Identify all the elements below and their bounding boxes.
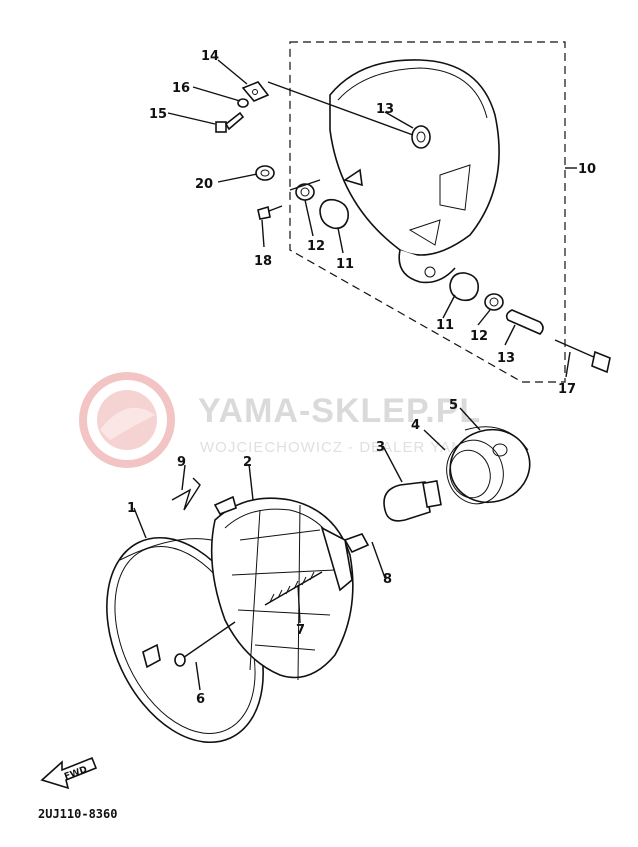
callout-16: 14 bbox=[201, 49, 219, 64]
callout-9: 9 bbox=[177, 455, 186, 470]
callout-10: 10 bbox=[578, 162, 596, 177]
watermark-title: YAMA-SKLEP.PL bbox=[198, 392, 481, 430]
headlight-lens-unit bbox=[210, 495, 354, 681]
bulb bbox=[383, 480, 442, 522]
callout-3: 3 bbox=[376, 440, 385, 455]
watermark-subtitle: WOJCIECHOWICZ - DEALER YAMAHA bbox=[200, 439, 498, 456]
headlight-housing bbox=[329, 59, 500, 284]
callout-8: 8 bbox=[383, 572, 392, 587]
upper-hardware bbox=[215, 81, 611, 374]
callout-12-lower: 12 bbox=[470, 329, 488, 344]
adjusting-screws bbox=[174, 533, 370, 667]
callout-12: 12 bbox=[307, 239, 325, 254]
callout-15: 18 bbox=[254, 254, 272, 269]
callout-5: 5 bbox=[449, 398, 458, 413]
callout-11-lower: 11 bbox=[436, 318, 454, 333]
callout-2: 2 bbox=[243, 455, 252, 470]
callout-19: 17 bbox=[558, 382, 576, 397]
callout-17: 15 bbox=[149, 107, 167, 122]
spring-clip bbox=[171, 477, 201, 511]
callout-13: 13 bbox=[497, 351, 515, 366]
callout-18: 16 bbox=[172, 81, 190, 96]
callout-6: 6 bbox=[196, 692, 205, 707]
callout-20: 20 bbox=[195, 177, 213, 192]
callout-7: 7 bbox=[296, 623, 305, 638]
forward-arrow-icon: FWD bbox=[40, 756, 98, 790]
callout-11: 11 bbox=[336, 257, 354, 272]
watermark: YAMA-SKLEP.PL WOJCIECHOWICZ - DEALER YAM… bbox=[79, 372, 498, 468]
leader-lines-upper bbox=[167, 59, 577, 378]
socket-and-cover bbox=[446, 426, 531, 505]
leader-lines-lower bbox=[133, 407, 481, 691]
callout-4: 4 bbox=[411, 418, 420, 433]
diagram-code: 2UJ110-8360 bbox=[38, 807, 117, 821]
callout-labels: 14 16 15 13 20 10 12 11 18 11 12 13 17 5… bbox=[127, 49, 596, 707]
callout-1: 1 bbox=[127, 501, 136, 516]
callout-14: 13 bbox=[376, 102, 394, 117]
